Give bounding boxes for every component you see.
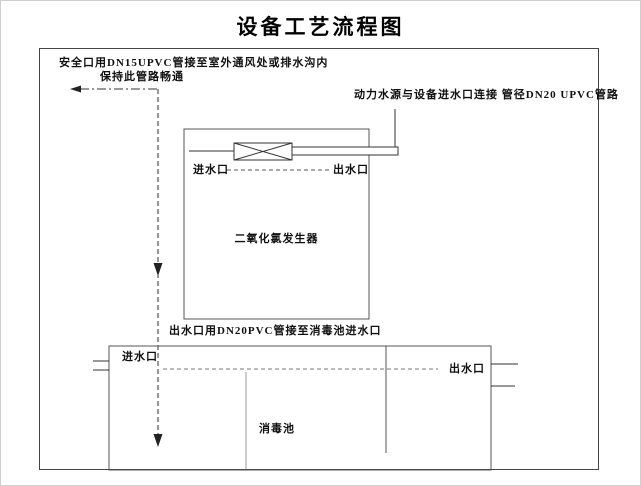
generator-name: 二氧化氯发生器 [234,233,319,245]
pool-name: 消毒池 [259,423,295,435]
outlet-pipe-note: 出水口用DN20PVC管接至消毒池进水口 [169,325,382,337]
safety-port-note-line1: 安全口用DN15UPVC管接至室外通风处或排水沟内 [59,57,329,69]
page-title: 设备工艺流程图 [236,15,405,39]
generator-inlet-label: 进水口 [193,164,229,176]
pool-outlet-label: 出水口 [449,363,485,375]
power-source-note: 动力水源与设备进水口连接 管径DN20 UPVC管路 [354,89,619,101]
safety-port-note-line2: 保持此管路畅通 [100,71,184,83]
generator-outlet-label: 出水口 [333,164,369,176]
diagram-frame [39,48,599,470]
pool-inlet-label: 进水口 [122,351,158,363]
